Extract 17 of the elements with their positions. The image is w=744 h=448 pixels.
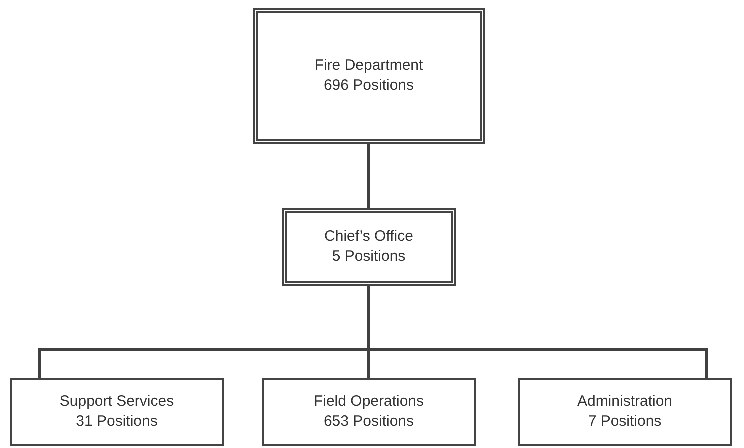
position-count: 696 Positions xyxy=(324,76,414,96)
position-count: 31 Positions xyxy=(76,412,158,432)
position-count: 653 Positions xyxy=(324,412,414,432)
org-box xyxy=(262,378,476,446)
position-count: 5 Positions xyxy=(332,247,406,267)
connector-line xyxy=(368,286,708,378)
connector-line xyxy=(368,144,370,208)
unit-name: Field Operations xyxy=(314,392,424,412)
unit-name: Support Services xyxy=(60,392,174,412)
org-box xyxy=(253,8,485,144)
unit-name: Administration xyxy=(577,392,673,412)
unit-name: Chief’s Office xyxy=(324,227,414,247)
unit-name: Fire Department xyxy=(314,56,424,76)
org-box xyxy=(518,378,732,446)
org-box xyxy=(282,208,456,286)
org-box xyxy=(10,378,224,446)
position-count: 7 Positions xyxy=(588,412,662,432)
